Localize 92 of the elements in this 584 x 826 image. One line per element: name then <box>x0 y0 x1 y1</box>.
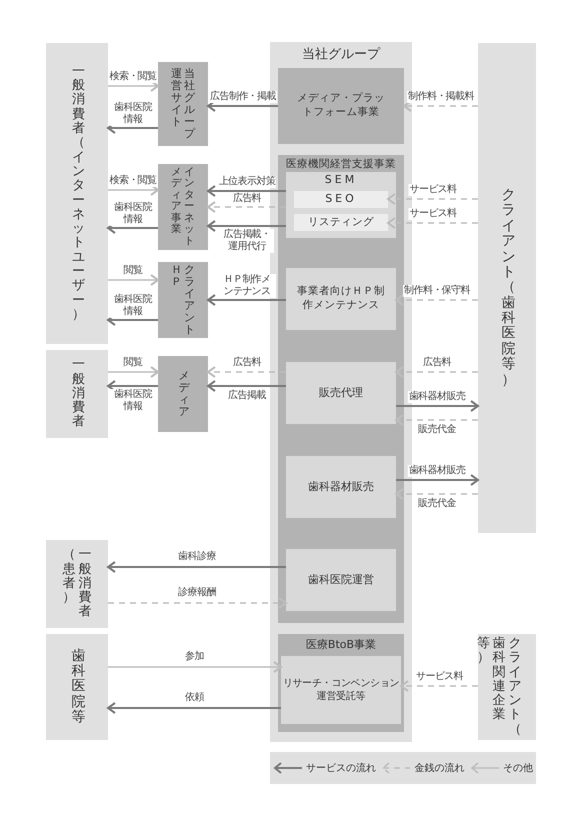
node-label: SEO <box>324 192 358 207</box>
node-label: 一般消費者（患者） <box>62 548 92 620</box>
flow-arrow <box>403 100 478 112</box>
node-label: 当社グループ運営サイト <box>170 68 196 140</box>
legend-label: その他 <box>503 762 534 775</box>
service-box <box>286 268 396 330</box>
node-label: クライアント（歯科医院等） <box>501 188 516 388</box>
node-label: メディア・プラットフォーム事業 <box>296 92 386 120</box>
edge-label: 制作料・保守料 <box>403 285 471 297</box>
edge-label: 広告料 <box>232 193 262 205</box>
flow-arrow <box>395 366 478 378</box>
flow-arrow <box>395 414 478 426</box>
heading-text: SEM <box>324 173 358 188</box>
service-box <box>286 362 396 424</box>
edge-label: 歯科器材販売 <box>408 465 466 477</box>
client-box <box>478 43 536 533</box>
legend-label: サービスの流れ <box>306 762 376 775</box>
node-label: クライアントＨＰ <box>170 264 196 336</box>
node-label: 歯科医院運営 <box>307 572 375 588</box>
actor-box <box>46 540 108 628</box>
service-box <box>294 214 388 231</box>
edge-label: 診療報酬 <box>177 587 217 599</box>
flow-arrow <box>396 474 479 486</box>
business-panel <box>278 155 404 623</box>
edge-label: 歯科器材販売 <box>408 391 466 403</box>
flow-arrow <box>108 661 282 673</box>
service-box <box>158 262 208 338</box>
flow-arrow <box>207 185 286 197</box>
node-label: リサーチ・コンベンション運営受託等 <box>282 677 400 703</box>
service-box <box>294 191 388 208</box>
heading-text: 医療BtoB事業 <box>304 638 378 652</box>
flow-arrow <box>107 380 158 392</box>
edge-label: 広告料 <box>422 357 452 369</box>
legend-label: 金銭の流れ <box>414 762 464 775</box>
service-panel <box>286 172 396 238</box>
node-label: 歯科器材販売 <box>307 480 375 494</box>
node-label: 一般消費者 <box>72 358 85 430</box>
flow-arrow <box>387 193 478 205</box>
edge-label: 参加 <box>184 651 205 663</box>
service-box <box>286 456 396 518</box>
business-box <box>278 68 404 144</box>
flow-arrow <box>207 294 286 306</box>
flow-arrow <box>395 294 478 306</box>
flow-arrow <box>400 680 478 692</box>
edge-label: 広告掲載 <box>227 390 267 402</box>
flow-arrow <box>207 201 286 213</box>
service-box <box>158 356 208 432</box>
node-label: 販売代理 <box>318 386 364 400</box>
service-box <box>281 656 401 724</box>
edge-label: 検索・閲覧 <box>108 175 158 187</box>
edge-label: 依頼 <box>184 692 205 704</box>
edge-label: 広告料 <box>232 357 262 369</box>
business-panel <box>278 634 404 732</box>
flow-arrow <box>395 488 478 500</box>
client-box <box>478 634 536 740</box>
node-label: 事業者向けＨＰ制作メンテナンス <box>296 285 386 313</box>
edge-label: 販売代金 <box>417 424 457 436</box>
flow-arrow <box>107 561 286 573</box>
edge-label: サービス料 <box>408 184 458 196</box>
flow-arrow <box>108 366 159 378</box>
edge-label: 制作料・掲載料 <box>407 91 475 103</box>
edge-label: 広告制作・掲載 <box>209 91 277 103</box>
node-label: クライアント（歯科関連企業等） <box>476 636 522 738</box>
service-box <box>158 62 208 146</box>
edge-label: 検索・閲覧 <box>108 71 158 83</box>
flow-arrow <box>387 217 478 229</box>
edge-label: 販売代金 <box>417 498 457 510</box>
node-label: インターネットメディア事業 <box>170 166 196 248</box>
service-box <box>286 549 396 611</box>
heading-text: 医療機関経営支援事業 <box>285 158 397 172</box>
edge-label: 閲覧 <box>122 265 144 277</box>
edge-label: 閲覧 <box>122 357 144 369</box>
node-label: リスティング <box>307 216 375 230</box>
flow-arrow <box>107 702 281 714</box>
flow-arrow <box>108 274 159 286</box>
edge-label: 上位表示対策 <box>218 176 276 188</box>
flow-arrow <box>396 400 479 412</box>
edge-label: サービス料 <box>415 671 464 683</box>
flow-arrow <box>207 380 286 392</box>
node-label: 歯科医院等 <box>71 648 86 726</box>
flow-arrow <box>207 220 286 232</box>
edge-label: サービス料 <box>408 208 458 220</box>
flow-arrow <box>108 597 287 609</box>
actor-box <box>46 634 108 740</box>
node-label: 一般消費者（インターネットユーザー） <box>72 64 85 322</box>
edge-label: 歯科診療 <box>177 551 217 563</box>
actor-box <box>46 350 108 438</box>
service-box <box>158 164 208 250</box>
actor-box <box>46 43 108 344</box>
node-label: メディア <box>178 370 190 418</box>
heading-text: 当社グループ <box>301 47 382 64</box>
flow-arrow <box>207 366 286 378</box>
